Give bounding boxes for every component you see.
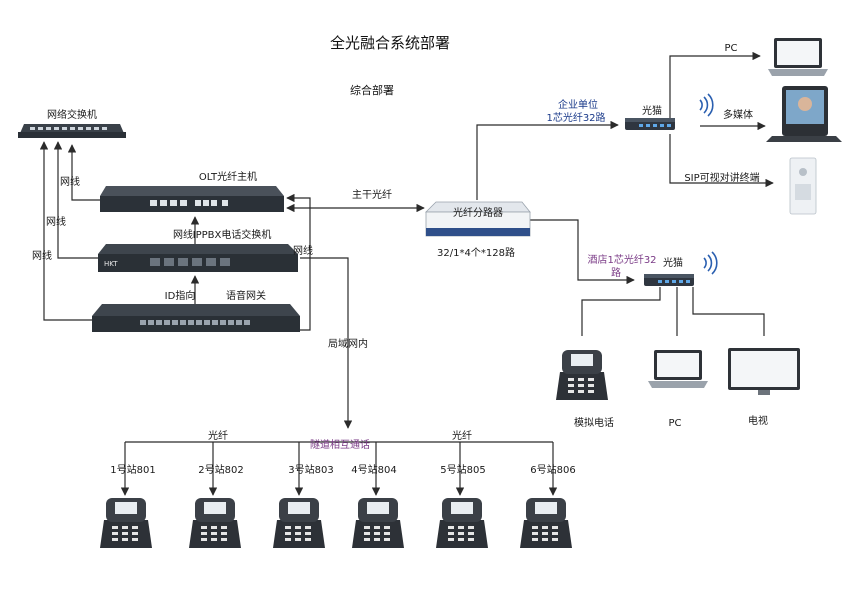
tv-label: 电视 [748,414,768,427]
station-2[interactable]: 2号站802 [189,463,244,548]
network-switch-label: 网络交换机 [47,108,97,121]
fiber-left-label: 光纤 [208,429,228,442]
station-label: 5号站805 [440,463,485,476]
enterprise-label-2: 1芯光纤32路 [546,111,605,124]
station-6[interactable]: 6号站806 [520,463,576,548]
splitter-spec: 32/1*4个*128路 [437,246,515,259]
netline-label-4: 网线 [173,228,193,241]
optical-modem-top[interactable] [625,118,675,130]
wifi-icon [699,93,714,117]
optical-modem-hotel[interactable] [644,274,694,286]
optical-modem-hotel-label: 光猫 [663,256,683,269]
trunk-fiber-label: 主干光纤 [352,188,392,201]
hotel-label-1: 酒店1芯光纤32 [587,253,656,266]
station-3[interactable]: 3号站803 [273,463,334,548]
laptop-icon[interactable] [768,38,828,76]
enterprise-label-1: 企业单位 [558,98,598,111]
olt-host[interactable] [100,186,284,212]
multimedia-label: 多媒体 [723,108,753,121]
lan-label: 局域网内 [328,337,368,350]
station-4[interactable]: 4号站804 [351,463,404,548]
fiber-right-label: 光纤 [452,429,472,442]
netline-label-2: 网线 [46,215,66,228]
desk-phone-icon [436,498,488,548]
splitter-label: 光纤分路器 [453,206,503,219]
laptop-icon[interactable] [648,350,708,388]
desk-phone-icon [100,498,152,548]
wires-right [476,51,774,336]
station-label: 4号站804 [351,463,396,476]
station-label: 6号站806 [530,463,575,476]
desk-phone-icon [273,498,325,548]
fiber-splitter[interactable] [425,201,531,237]
ippbx[interactable]: HKT [98,244,298,272]
network-switch[interactable] [18,124,126,138]
tv-icon[interactable] [728,348,800,395]
pc-hotel-label: PC [668,418,681,429]
wires-station-bus [120,441,558,496]
id-direction-label: ID指向 [165,289,196,302]
desk-phone-icon [520,498,572,548]
analog-phone-icon[interactable] [556,350,608,400]
station-label: 3号站803 [288,463,333,476]
hotel-label-2: 路 [611,266,621,279]
wifi-icon [703,251,718,275]
olt-host-label: OLT光纤主机 [199,170,257,183]
voice-gateway[interactable] [92,304,300,332]
pc-top-label: PC [724,43,737,54]
svg-text:HKT: HKT [104,260,118,268]
page-subtitle: 综合部署 [350,83,394,97]
station-label: 1号站801 [110,463,155,476]
station-5[interactable]: 5号站805 [436,463,488,548]
station-1[interactable]: 1号站801 [100,463,156,548]
station-label: 2号站802 [198,463,243,476]
station-intercom-label: 隧道相互通话 [310,438,370,451]
video-phone-icon[interactable] [766,86,842,142]
desk-phone-icon [352,498,404,548]
optical-modem-top-label: 光猫 [642,104,662,117]
netline-label-3: 网线 [32,249,52,262]
netline-label-5: 网线 [293,244,313,257]
analog-phone-label: 模拟电话 [574,416,614,429]
page-title: 全光融合系统部署 [330,34,450,52]
voice-gateway-label: 语音网关 [226,289,266,302]
sip-terminal-icon[interactable] [789,157,817,215]
desk-phone-icon [189,498,241,548]
wires-left-cluster [39,141,425,429]
netline-label-1: 网线 [60,175,80,188]
ippbx-label: IPPBX电话交换机 [193,228,272,241]
sip-terminal-label: SIP可视对讲终端 [684,171,759,184]
